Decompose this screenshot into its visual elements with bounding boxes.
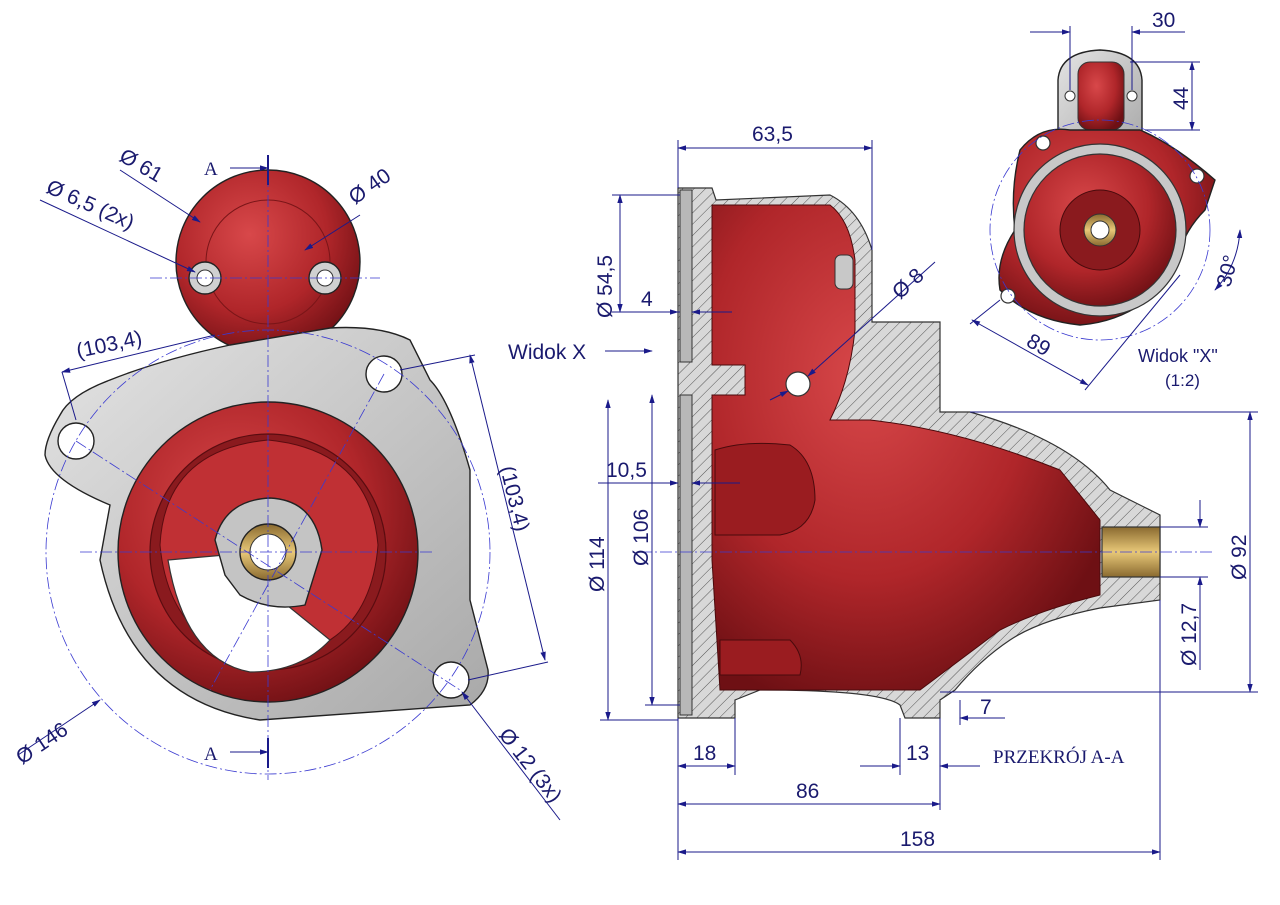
dim-phi54-5: Ø 54,5	[594, 255, 617, 318]
dim-44: 44	[1170, 86, 1193, 110]
dim-phi114: Ø 114	[586, 536, 609, 592]
dim-89: 89	[1023, 329, 1055, 361]
detail-title: Widok "X"	[1138, 346, 1218, 366]
section-interior	[711, 204, 1101, 691]
dim-phi12: Ø 12 (3x)	[494, 724, 566, 807]
widok-x-label: Widok X	[508, 341, 586, 364]
dim-phi92: Ø 92	[1228, 534, 1251, 580]
section-a-a: Widok X 63,5 Ø 54,5 4 Ø 8 10,5 Ø 114 Ø 1…	[508, 123, 1258, 860]
dim-13: 13	[906, 742, 929, 765]
mount-hole-bottom-right	[432, 661, 470, 699]
dim-phi106: Ø 106	[630, 509, 653, 566]
dim-7: 7	[980, 696, 992, 719]
dim-103-4-upper: (103,4)	[74, 327, 144, 363]
dim-30-deg: 30°	[1213, 253, 1243, 290]
dim-10-5: 10,5	[606, 459, 647, 482]
detail-view-x: 30 44 89 30° Widok "X" (1:2)	[969, 9, 1243, 391]
dim-86: 86	[796, 780, 819, 803]
front-view: A A Ø 61 Ø 40 Ø 6,5 (2x) (103,4) (103,4)…	[12, 144, 566, 821]
housing-window	[167, 554, 331, 673]
dim-phi146: Ø 146	[12, 718, 72, 769]
section-mark-top: A	[204, 159, 218, 180]
dim-103-4-right: (103,4)	[495, 464, 533, 534]
section-title: PRZEKRÓJ A-A	[993, 746, 1125, 768]
dim-phi8: Ø 8	[888, 264, 929, 304]
dim-phi12-7: Ø 12,7	[1178, 603, 1201, 666]
dim-63-5: 63,5	[752, 123, 793, 146]
dim-4: 4	[641, 288, 653, 311]
dim-phi40: Ø 40	[345, 164, 395, 209]
detail-scale: (1:2)	[1165, 371, 1200, 390]
face-upper	[679, 189, 693, 363]
section-mark-bottom: A	[204, 744, 218, 765]
dim-158: 158	[900, 828, 935, 851]
dim-30: 30	[1152, 9, 1175, 32]
dim-phi61: Ø 61	[116, 144, 167, 187]
face-lower	[679, 394, 693, 716]
dim-18: 18	[693, 742, 716, 765]
dim-phi6-5: Ø 6,5 (2x)	[43, 176, 138, 235]
hole-phi8	[785, 371, 811, 397]
